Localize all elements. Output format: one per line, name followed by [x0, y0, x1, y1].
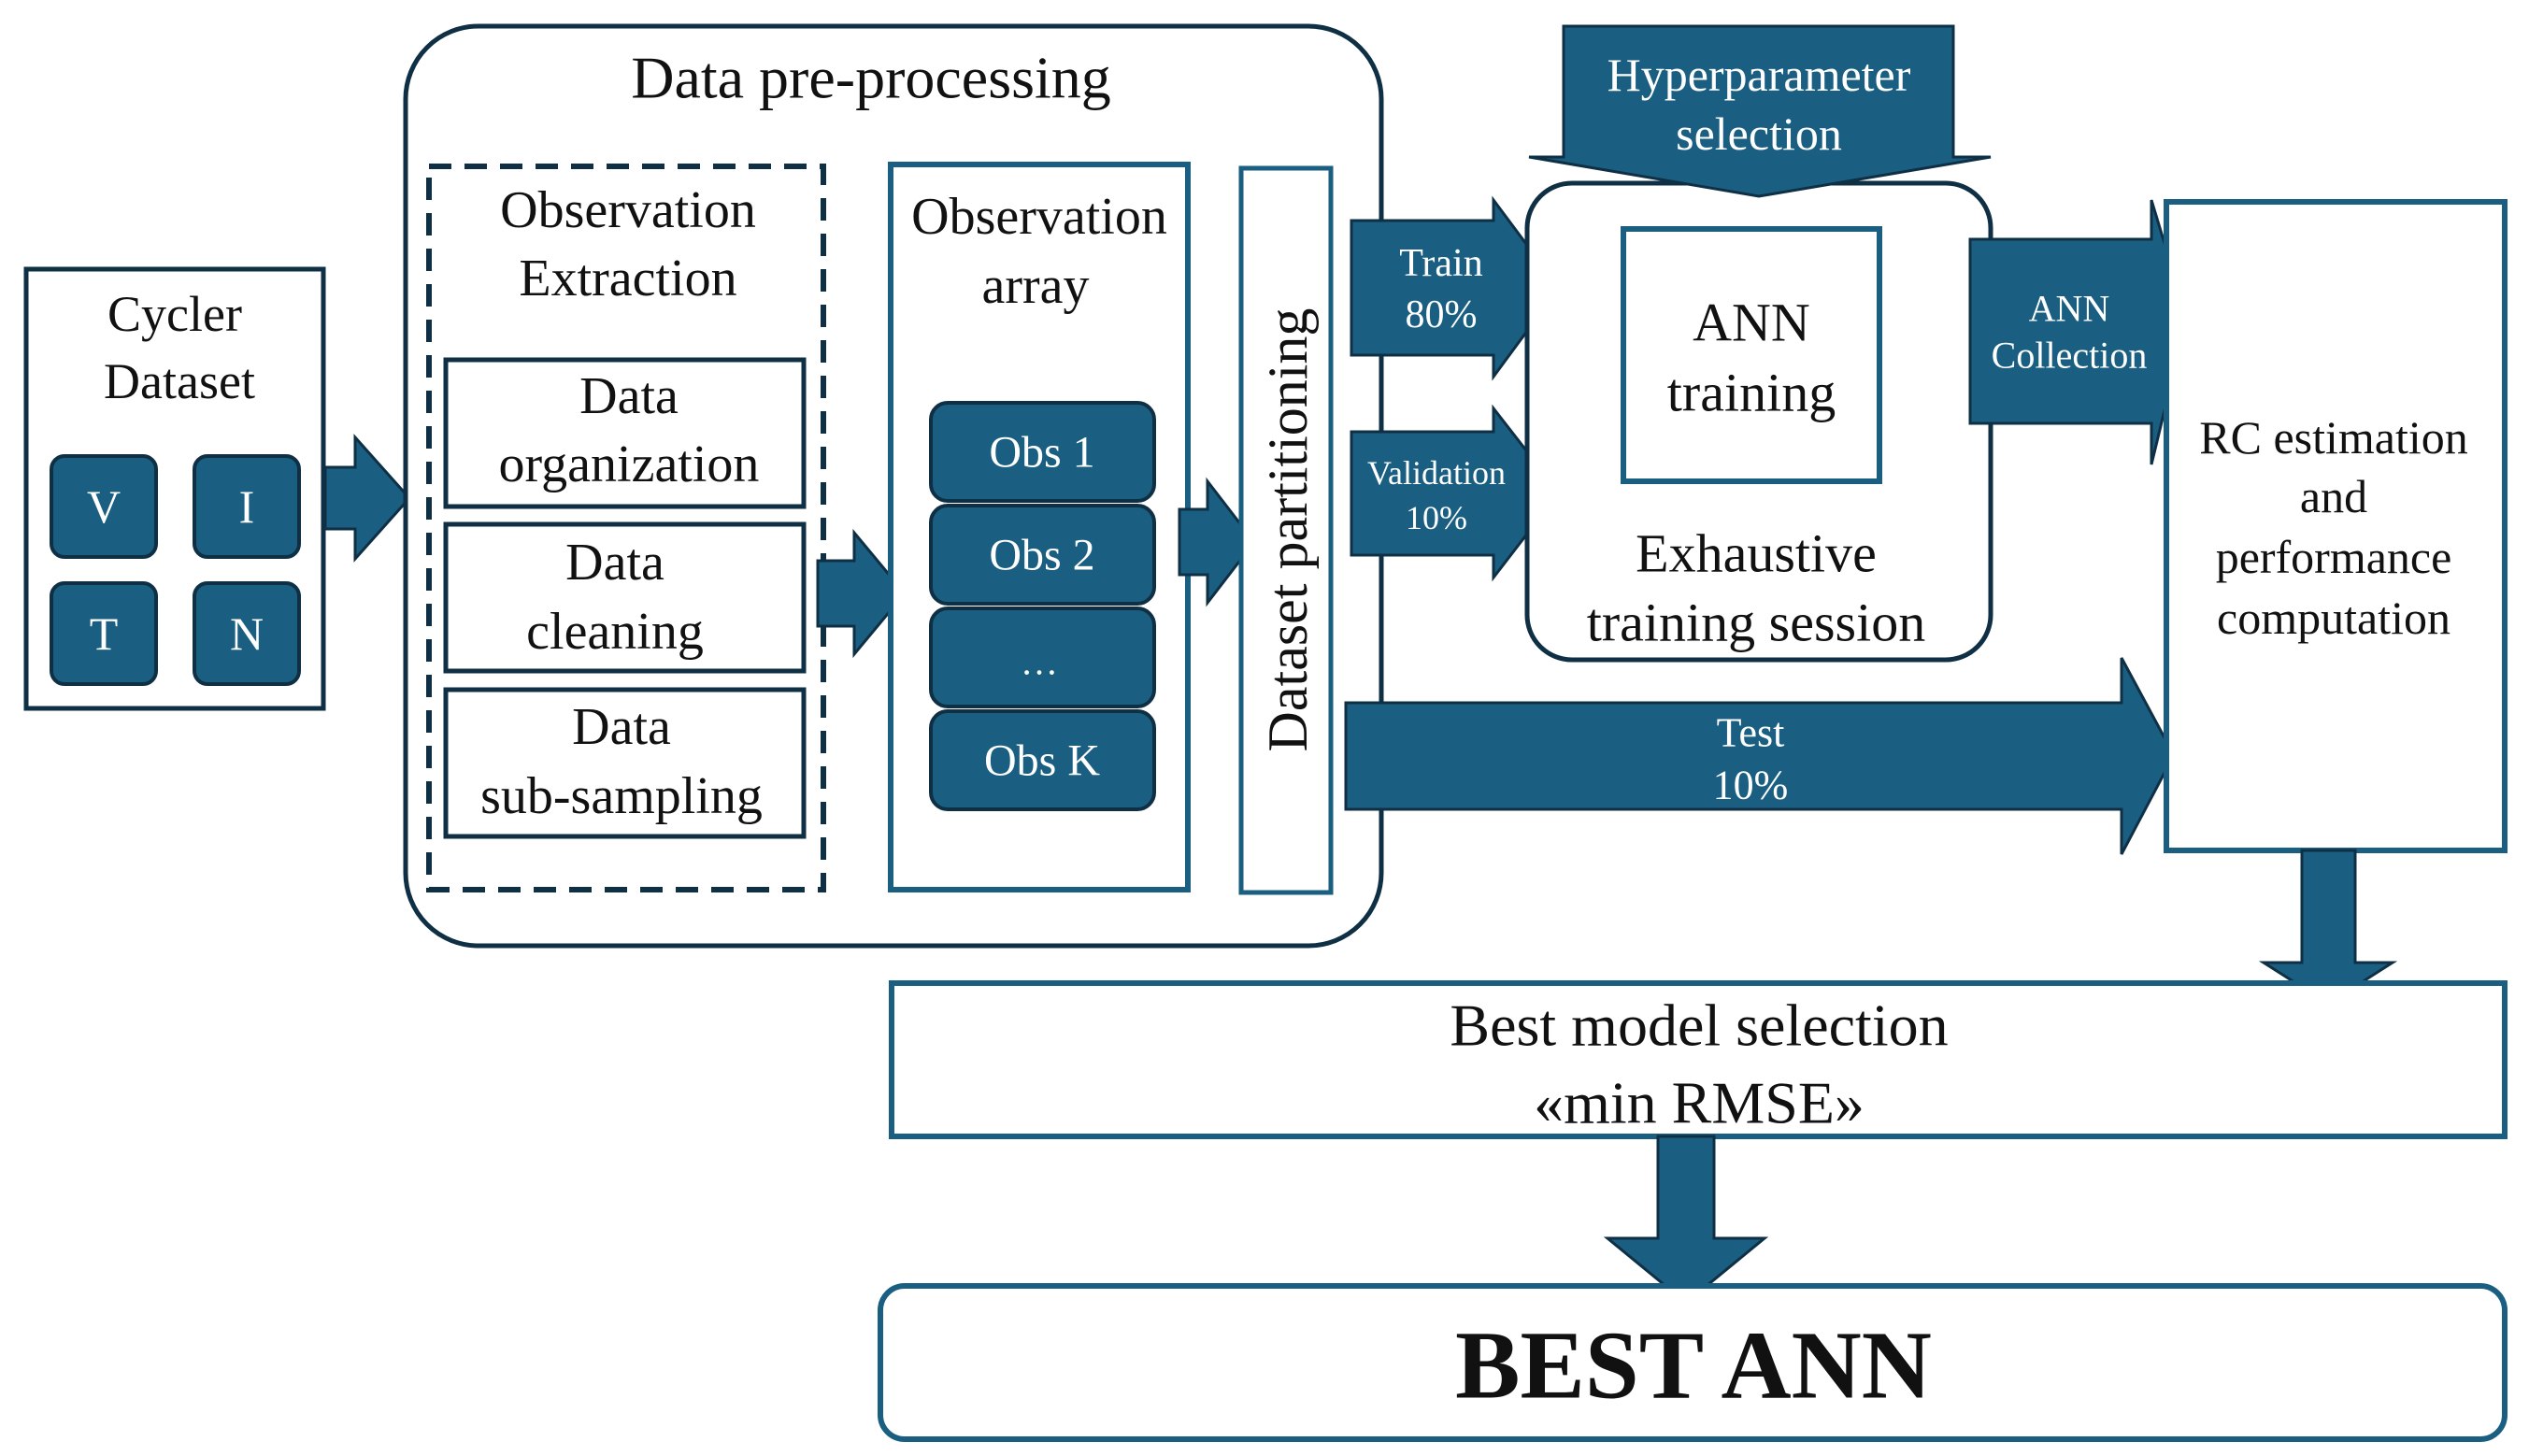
hyperparameter-line2: selection — [1676, 107, 1842, 160]
tile-i: I — [193, 454, 301, 559]
test-percent: 10% — [1713, 763, 1789, 808]
tile-v-label: V — [87, 480, 121, 533]
obs-item: Obs 1 — [929, 401, 1156, 503]
ann-collection-line1: ANN — [2029, 288, 2110, 330]
step-cleaning-line1: Data — [565, 534, 664, 592]
best-model-line1: Best model selection — [1450, 992, 1948, 1059]
tile-n: N — [193, 581, 301, 686]
validation-arrow: Validation 10% — [1350, 404, 1561, 582]
step-organization-line1: Data — [579, 367, 679, 425]
rc-line1: RC estimation — [2199, 411, 2468, 464]
preprocessing-container: Data pre-processing Observation Extracti… — [403, 23, 1384, 949]
dataset-title-line2: Dataset — [104, 353, 255, 409]
array-title-line1: Observation — [911, 188, 1167, 246]
obs-item: Obs K — [929, 709, 1156, 811]
dataset-title-line1: Cycler — [107, 286, 242, 342]
obs-item-label: Obs 1 — [989, 428, 1094, 478]
rc-line3: performance — [2216, 531, 2452, 583]
best-model-selection-box: Best model selection «min RMSE» — [889, 980, 2508, 1139]
step-data-organization: Data organization — [443, 357, 807, 509]
hyperparameter-line1: Hyperparameter — [1607, 49, 1911, 101]
tile-n-label: N — [230, 607, 264, 660]
best-ann-box: BEST ANN — [878, 1283, 2508, 1442]
step-organization-line2: organization — [499, 435, 760, 493]
best-model-line2: «min RMSE» — [1534, 1070, 1865, 1136]
preprocessing-title: Data pre-processing — [631, 45, 1111, 111]
ann-training-line2: training — [1667, 363, 1836, 423]
rc-estimation-box: RC estimation and performance computatio… — [2164, 199, 2508, 853]
best-ann-label: BEST ANN — [1455, 1312, 1932, 1420]
ann-training-box — [1621, 226, 1882, 484]
train-percent: 80% — [1406, 293, 1478, 336]
train-label: Train — [1399, 242, 1482, 285]
arrow-dataset-to-preprocessing — [323, 434, 412, 563]
obs-item: Obs 2 — [929, 504, 1156, 606]
step-data-cleaning: Data cleaning — [443, 521, 807, 674]
obs-item-label: Obs 2 — [989, 531, 1094, 580]
rc-line2: and — [2300, 470, 2367, 522]
step-subsampling-line1: Data — [572, 698, 671, 756]
ann-training-line1: ANN — [1693, 293, 1810, 353]
step-data-sub-sampling: Data sub-sampling — [443, 687, 807, 839]
dataset-partitioning-box: Dataset partitioning — [1238, 165, 1334, 895]
tile-v: V — [50, 454, 158, 559]
observation-extraction-box: Observation Extraction Data organization… — [426, 164, 826, 892]
training-session-box: ANN training Exhaustive training session — [1524, 180, 1993, 663]
test-label: Test — [1717, 710, 1785, 756]
step-subsampling-line2: sub-sampling — [480, 767, 763, 825]
hyperparameter-arrow: Hyperparameter selection — [1528, 24, 1992, 198]
partitioning-label: Dataset partitioning — [1257, 308, 1319, 752]
step-cleaning-line2: cleaning — [526, 603, 704, 661]
tile-i-label: I — [239, 480, 255, 533]
validation-percent: 10% — [1406, 499, 1467, 536]
cycler-dataset-box: Cycler Dataset V I T N — [23, 266, 326, 711]
tile-t-label: T — [90, 607, 119, 660]
observation-array-box: Observation array Obs 1 Obs 2 … Obs K — [888, 162, 1191, 892]
array-title-line2: array — [981, 257, 1089, 315]
obs-item-label: … — [1021, 641, 1058, 683]
obs-item-label: Obs K — [984, 736, 1100, 786]
arrow-array-to-partitioning — [1178, 477, 1256, 607]
validation-label: Validation — [1367, 454, 1506, 492]
ann-collection-line2: Collection — [1992, 335, 2148, 377]
extraction-title-line1: Observation — [500, 181, 756, 239]
tile-t: T — [50, 581, 158, 686]
extraction-title-line2: Extraction — [519, 250, 736, 307]
ann-collection-arrow: ANN Collection — [1968, 199, 2189, 465]
rc-line4: computation — [2217, 592, 2450, 644]
arrow-extraction-to-array — [816, 528, 907, 659]
training-caption-line2: training session — [1587, 592, 1925, 653]
test-arrow: Test 10% — [1344, 657, 2176, 855]
arrow-best-model-to-result — [1603, 1135, 1769, 1305]
training-caption-line1: Exhaustive — [1636, 523, 1877, 584]
obs-item: … — [929, 607, 1156, 708]
